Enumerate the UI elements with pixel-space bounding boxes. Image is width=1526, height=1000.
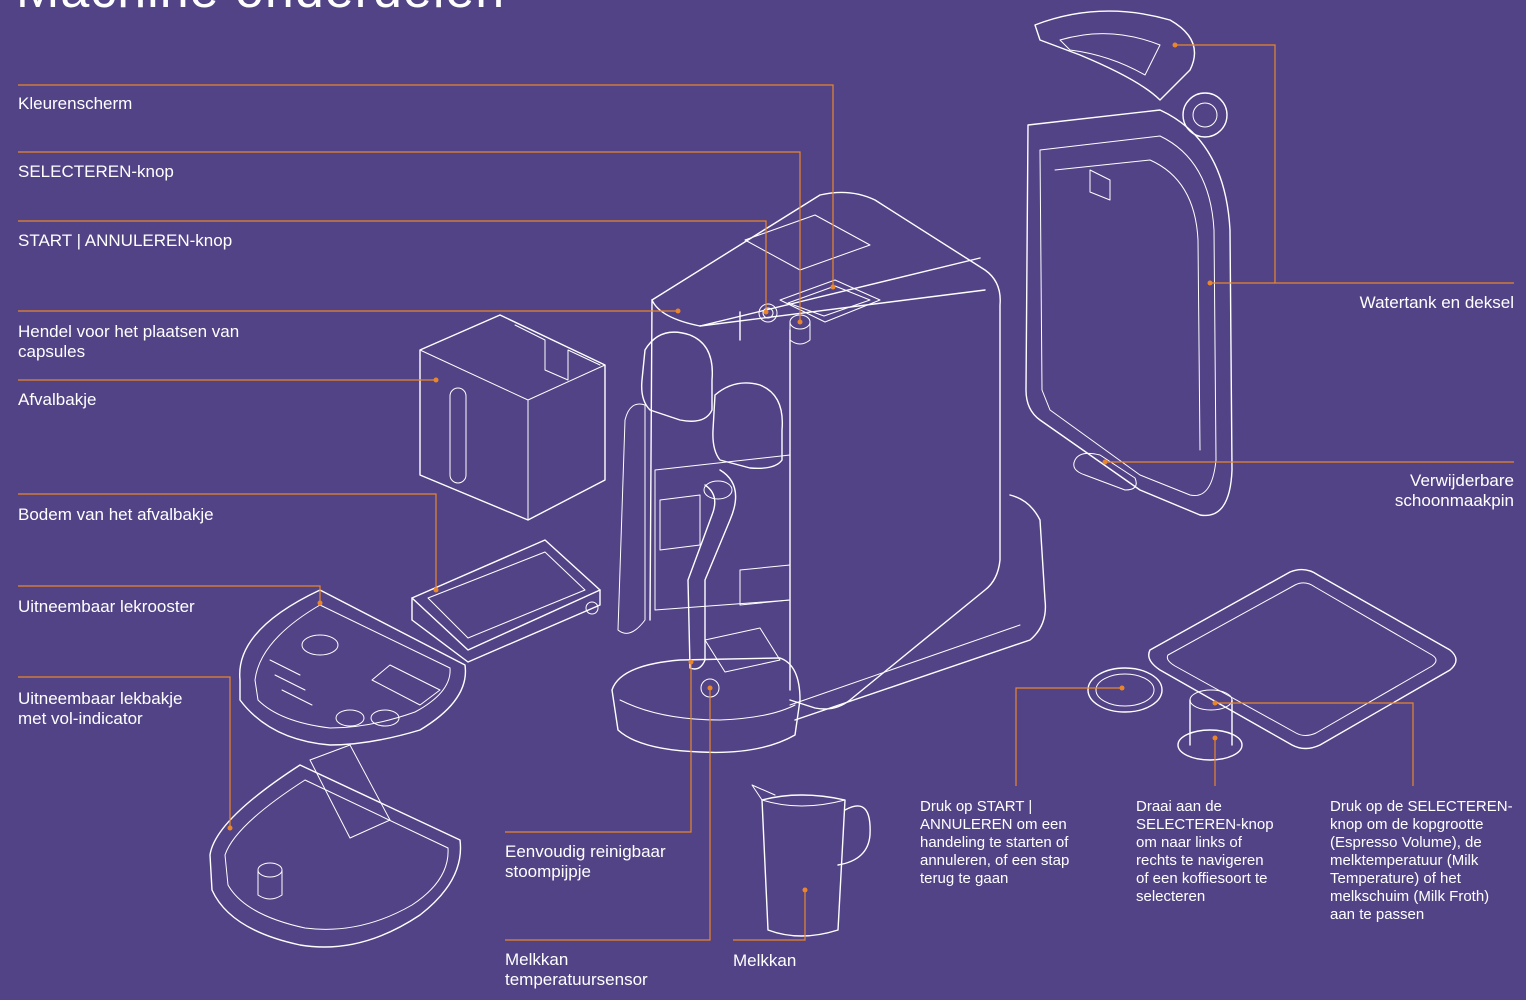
label-schoonmaakpin: Verwijderbare schoonmaakpin	[1394, 471, 1514, 510]
water-tank-drawing	[1025, 10, 1233, 517]
leader-lines	[18, 44, 1514, 941]
label-kleurenscherm: Kleurenscherm	[18, 94, 133, 113]
drip-tray-drawing	[209, 744, 462, 948]
page-title: Machine onderdelen	[16, 0, 505, 20]
milk-accessories-drawing	[1087, 568, 1457, 761]
caption-start: Druk op START | ANNULEREN om een handeli…	[920, 798, 1070, 887]
drip-grate-drawing	[239, 589, 467, 746]
waste-bin-drawing	[419, 314, 606, 521]
label-melkkan: Melkkan	[733, 951, 797, 970]
label-temperatuursensor: Melkkan temperatuursensor	[505, 950, 648, 989]
label-hendel: Hendel voor het plaatsen van capsules	[18, 322, 240, 361]
label-stoompijpje: Eenvoudig reinigbaar stoompijpje	[505, 842, 666, 881]
caption-druk-selecteren: Druk op de SELECTEREN- knop om de kopgro…	[1330, 798, 1513, 923]
label-afvalbakje: Afvalbakje	[18, 390, 97, 409]
leader-dots	[227, 42, 1218, 893]
label-lekbakje: Uitneembaar lekbakje met vol-indicator	[18, 689, 183, 728]
label-selecteren-knop: SELECTEREN-knop	[18, 162, 174, 181]
coffee-machine-drawing	[611, 191, 1047, 754]
bin-base-drawing	[411, 539, 601, 663]
milk-jug-drawing	[751, 784, 871, 937]
label-start-annuleren-knop: START | ANNULEREN-knop	[18, 231, 233, 250]
label-lekrooster: Uitneembaar lekrooster	[18, 597, 195, 616]
label-watertank: Watertank en deksel	[1359, 293, 1514, 312]
caption-draai: Draai aan de SELECTEREN-knop om naar lin…	[1136, 798, 1274, 905]
label-bodem-afvalbakje: Bodem van het afvalbakje	[18, 505, 214, 524]
